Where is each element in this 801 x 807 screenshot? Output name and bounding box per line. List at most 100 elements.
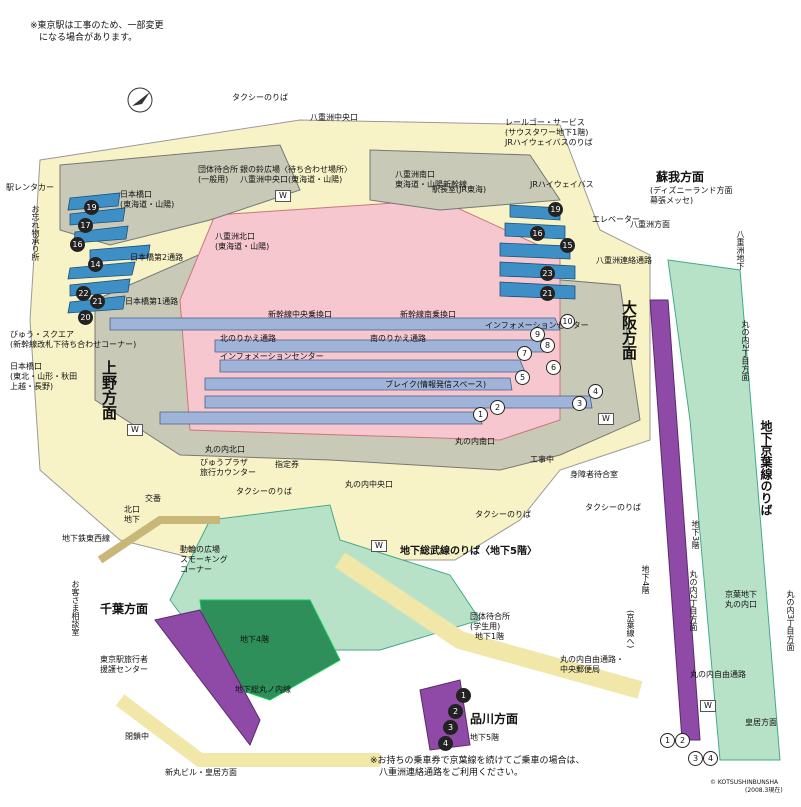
marunouchi-3chome: 丸の内3丁目方面 bbox=[786, 590, 795, 652]
sobu-track-number: 2 bbox=[448, 704, 463, 719]
shinkansen-track-number: 14 bbox=[88, 257, 103, 272]
north-transfer-passage: 北のりかえ通路 bbox=[220, 334, 276, 343]
restroom-icon: W bbox=[275, 190, 291, 202]
south-transfer-passage: 南のりかえ通路 bbox=[370, 334, 426, 343]
direction-shinagawa: 品川方面 bbox=[470, 712, 519, 726]
walkway-3 bbox=[115, 694, 380, 767]
group-waiting-general: 団体待合所 (一般用) bbox=[198, 165, 238, 184]
gin-no-suzu: 銀の鈴広場〈待ち合わせ場所〉 八重洲中央口(東海道・山陽) bbox=[240, 165, 352, 184]
taxi-stand-south-1: タクシーのりば bbox=[475, 510, 531, 519]
platform-number: 10 bbox=[560, 314, 575, 329]
station-master-office: 駅長室(JR東海) bbox=[432, 185, 487, 194]
imperial-palace-direction: 皇居方面 bbox=[745, 718, 777, 727]
construction-note: ※東京駅は工事のため、一部変更 になる場合があります。 bbox=[30, 21, 164, 43]
break-space: ブレイク(情報発信スペース) bbox=[385, 380, 487, 389]
keiyo-underground-3f: 地下3階 bbox=[691, 520, 700, 550]
keiyo-transfer-note: ※お持ちの乗車券で京葉線を続けてご乗車の場合は、 八重洲連絡通路をご利用ください… bbox=[370, 756, 585, 778]
shinkansen-track-number: 16 bbox=[530, 226, 545, 241]
yaesu-north-exit: 八重洲北口 (東海道・山陽) bbox=[215, 232, 270, 251]
keiyo-underground-4f: 地下4階 bbox=[641, 565, 650, 595]
driving-wheel-plaza: 動輪の広場 スモーキング コーナー bbox=[180, 545, 228, 574]
shinkansen-track-number: 15 bbox=[560, 238, 575, 253]
marunouchi-line: 地下総丸ノ内線 bbox=[235, 685, 291, 694]
marunouchi-central-exit: 丸の内中央口 bbox=[345, 480, 393, 489]
platform-number: 6 bbox=[546, 360, 561, 375]
date-label: (2008.3現在) bbox=[745, 787, 783, 794]
yaesu-building-2 bbox=[369, 149, 561, 211]
platform-number: 1 bbox=[473, 407, 488, 422]
restroom-icon: W bbox=[700, 700, 716, 712]
yaesu-south-exit: 八重洲南口 東海道・山陽新幹線 bbox=[395, 170, 467, 189]
direction-chiba: 千葉方面 bbox=[100, 602, 149, 616]
traveler-aid-center: 東京駅旅行者 援護センター bbox=[100, 655, 148, 674]
info-center-2: インフォメーションセンター bbox=[220, 352, 324, 361]
platform-number: 9 bbox=[530, 327, 545, 342]
jr-highway-bus-stop: JRハイウェイバスのりば bbox=[505, 138, 593, 147]
taxi-stand-marunouchi: タクシーのりば bbox=[236, 487, 292, 496]
marunouchi-free-passage-2: 丸の内自由通路 bbox=[690, 670, 746, 679]
taxi-stand-top: タクシーのりば bbox=[232, 93, 288, 102]
lost-and-found: お忘れ物承り所 bbox=[31, 205, 40, 261]
shinkansen-track-number: 21 bbox=[540, 286, 555, 301]
shinkansen-track-number: 19 bbox=[548, 202, 563, 217]
shinkansen-south-transfer: 新幹線南乗換口 bbox=[400, 310, 456, 319]
direction-ueno: 上野方面 bbox=[100, 360, 118, 420]
info-center: インフォメーションセンター bbox=[485, 321, 589, 330]
underground-5f: 地下5階 bbox=[470, 733, 500, 742]
group-waiting-student: 団体待合所 (学生用) bbox=[470, 612, 510, 631]
yaesu-direction: 八重洲方面 bbox=[630, 220, 670, 229]
restroom-icon: W bbox=[598, 413, 614, 425]
platform-number: 3 bbox=[572, 396, 587, 411]
elevator-east: エレベーター bbox=[592, 215, 640, 224]
sobu-line-platform: 地下総武線のりば〈地下5階〉 bbox=[400, 546, 537, 557]
platform-number: 7 bbox=[517, 346, 532, 361]
north-exit-underground: 北口 地下 bbox=[124, 505, 140, 524]
platform-number: 2 bbox=[490, 400, 505, 415]
platform-number: 8 bbox=[540, 338, 555, 353]
nihonbashi-exit: 日本橋口 (東海道・山陽) bbox=[120, 190, 175, 209]
walkway-2 bbox=[335, 552, 643, 699]
walkway bbox=[97, 516, 220, 564]
keiyo-track-number: 1 bbox=[660, 733, 675, 748]
taxi-stand-south-2: タクシーのりば bbox=[585, 503, 641, 512]
direction-soga: 蘇我方面 bbox=[656, 170, 705, 184]
view-plaza-counter: びゅうプラザ 旅行カウンター bbox=[200, 458, 256, 477]
platform-number: 5 bbox=[515, 370, 530, 385]
restroom-icon: W bbox=[371, 540, 387, 552]
keiyo-track-number: 4 bbox=[703, 751, 718, 766]
marunouchi-2chome-b: 丸の内2丁目方面 bbox=[741, 320, 750, 382]
yaesu-underground: 八重洲地下 bbox=[736, 230, 745, 270]
underground-1f: 地下1階 bbox=[475, 632, 505, 641]
disabled-waiting-room: 身障者待合室 bbox=[570, 470, 618, 479]
platform-number: 4 bbox=[588, 384, 603, 399]
shinkansen-track-number: 17 bbox=[78, 218, 93, 233]
sobu-track-number: 3 bbox=[443, 720, 458, 735]
keiyo-marunouchi-exit: 京葉地下 丸の内口 bbox=[725, 590, 757, 609]
direction-soga-sub: (ディズニーランド方面 幕張メッセ) bbox=[650, 186, 733, 205]
construction-area: 工事中 bbox=[530, 455, 554, 464]
shinkansen-track-number: 19 bbox=[84, 200, 99, 215]
keiyo-line-platform: 地下京葉線のりば bbox=[759, 420, 773, 516]
tozai-line: 地下鉄東西線 bbox=[62, 534, 110, 543]
direction-osaka: 大阪方面 bbox=[620, 300, 638, 360]
marunouchi-north-exit: 丸の内北口 bbox=[205, 445, 245, 454]
sobu-track-number: 4 bbox=[438, 736, 453, 751]
keiyo-track-number: 3 bbox=[688, 751, 703, 766]
rental-car: 駅レンタカー bbox=[6, 183, 54, 192]
shinkansen-track-number: 23 bbox=[540, 266, 555, 281]
underground-4f: 地下4階 bbox=[240, 635, 270, 644]
police-box: 交番 bbox=[145, 494, 161, 503]
yaesu-link-passage: 八重洲連絡通路 bbox=[596, 256, 652, 265]
shinkansen-track-number: 22 bbox=[76, 286, 91, 301]
closed-area: 閉鎖中 bbox=[125, 732, 149, 741]
marunouchi-2chome: 丸の内2丁目方面 bbox=[689, 570, 698, 632]
customer-consultation: お客さま相談室 bbox=[71, 580, 80, 636]
shinkansen-track-number: 20 bbox=[78, 310, 93, 325]
jr-highway-bus: JRハイウェイバス bbox=[530, 180, 594, 189]
marunouchi-free-passage: 丸の内自由通路・ 中央郵便局 bbox=[560, 655, 624, 674]
shinkansen-track-number: 16 bbox=[70, 237, 85, 252]
copyright: © KOTSUSHINBUNSHA bbox=[710, 779, 779, 786]
keiyo-track-number: 2 bbox=[675, 733, 690, 748]
yaesu-central-exit: 八重洲中央口 bbox=[310, 113, 358, 122]
shin-maru-building: 新丸ビル・皇居方面 bbox=[165, 768, 237, 777]
